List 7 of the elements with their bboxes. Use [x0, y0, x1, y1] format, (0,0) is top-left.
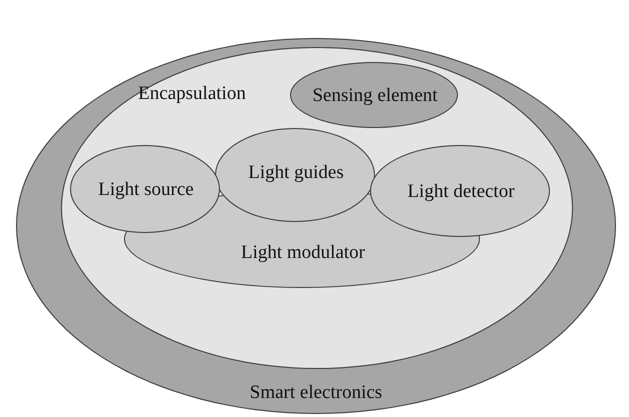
- component-label: Sensing element: [312, 85, 438, 107]
- region-label: Encapsulation: [138, 83, 246, 105]
- component-label: Light modulator: [241, 242, 365, 264]
- region-label: Smart electronics: [250, 382, 382, 404]
- component-label: Light detector: [407, 181, 515, 203]
- component-label: Light guides: [248, 162, 344, 184]
- component-label: Light source: [98, 179, 194, 201]
